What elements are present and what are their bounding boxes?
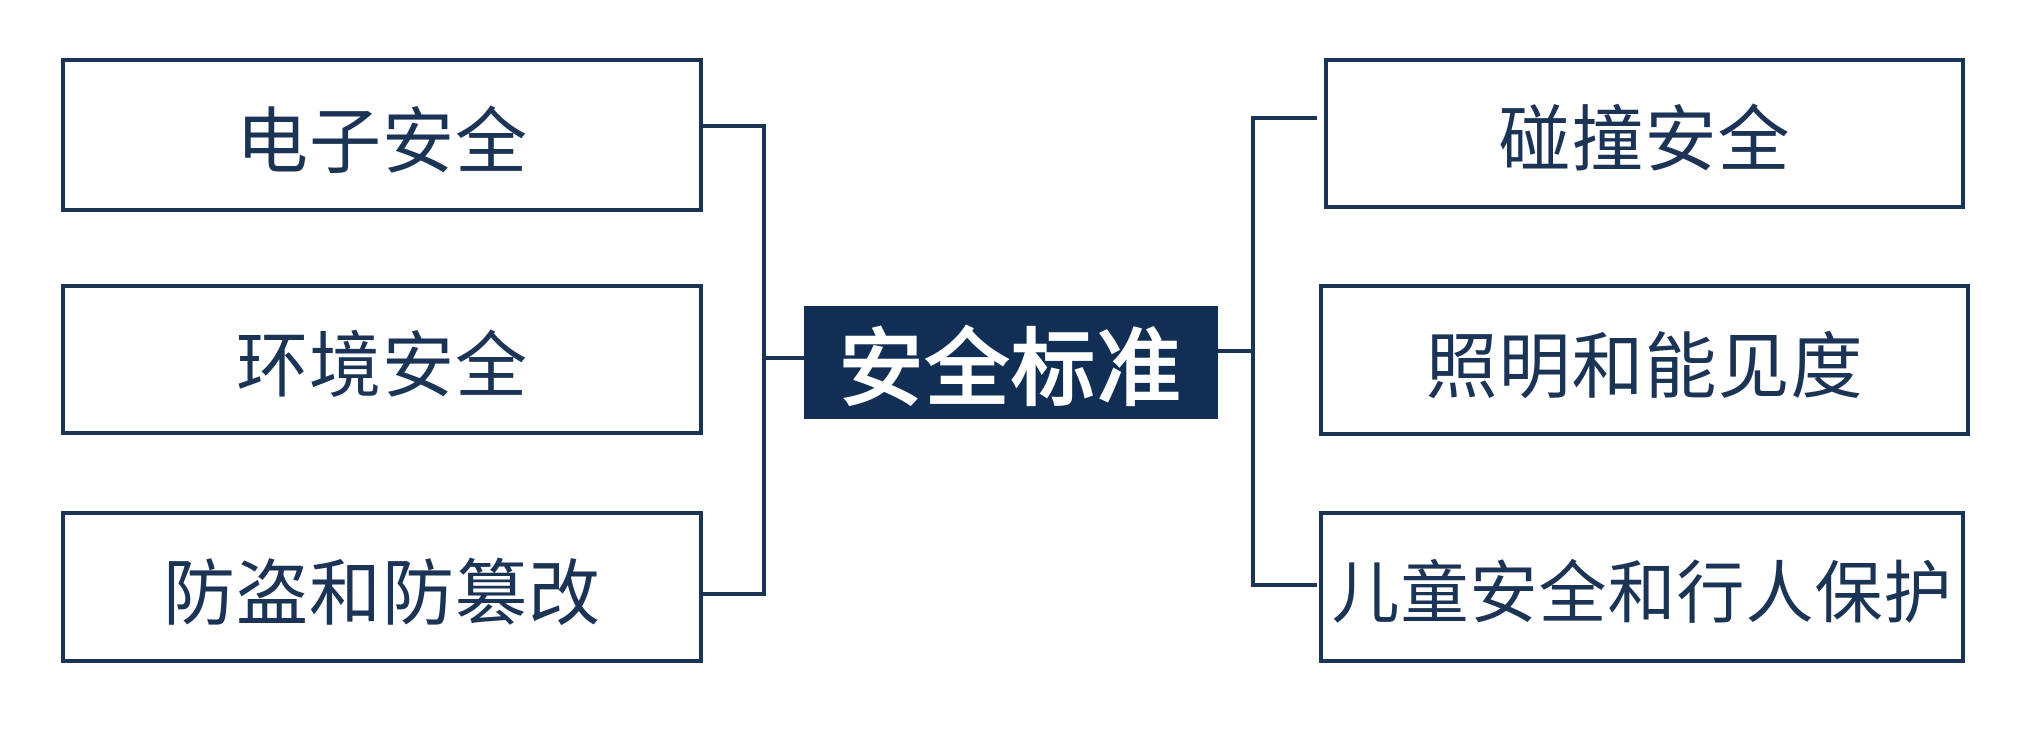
- node-label: 照明和能见度: [1425, 324, 1864, 409]
- node-label: 电子安全: [235, 99, 528, 184]
- center-node-safety-standards: 安全标准: [804, 306, 1218, 419]
- node-environmental-safety: 环境安全: [61, 284, 703, 435]
- node-electronic-safety: 电子安全: [61, 58, 703, 212]
- node-collision-safety: 碰撞安全: [1324, 58, 1965, 209]
- connector-left-top: [701, 124, 766, 596]
- connector-right-top: [1251, 116, 1317, 587]
- node-label: 防盗和防篡改: [162, 551, 601, 636]
- node-anti-theft: 防盗和防篡改: [61, 511, 703, 663]
- node-lighting-visibility: 照明和能见度: [1319, 284, 1970, 436]
- node-label: 碰撞安全: [1498, 98, 1791, 182]
- node-label: 环境安全: [235, 324, 528, 408]
- node-label: 儿童安全和行人保护: [1331, 554, 1953, 634]
- node-child-pedestrian-protection: 儿童安全和行人保护: [1319, 511, 1965, 663]
- center-label: 安全标准: [838, 320, 1183, 418]
